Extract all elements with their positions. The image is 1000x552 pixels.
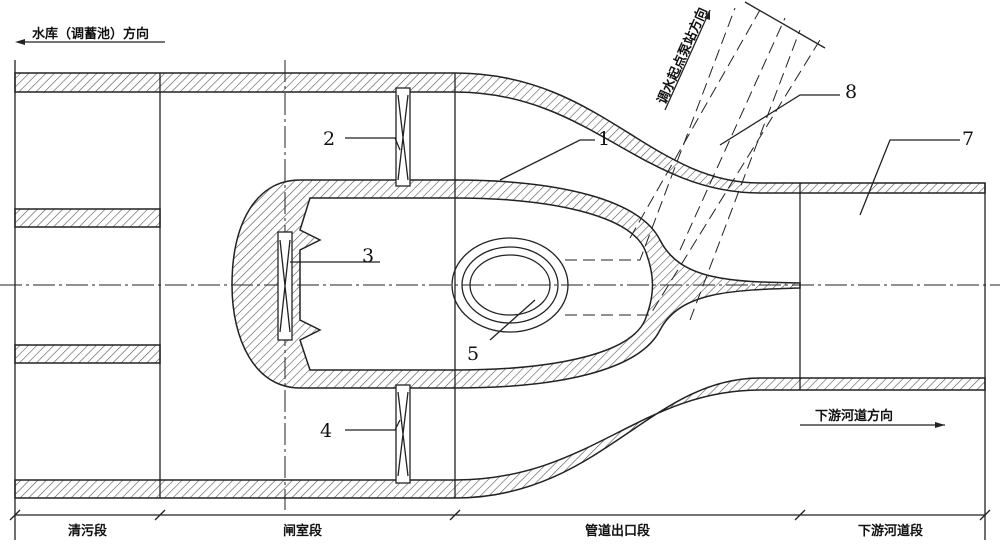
callout-5: 5 [467, 343, 479, 365]
section-downstream-channel: 下游河道段 [858, 523, 923, 539]
callout-7: 7 [962, 128, 974, 150]
gate-3 [277, 231, 293, 341]
section-pipe-outlet: 管道出口段 [585, 523, 650, 539]
callout-2: 2 [323, 128, 335, 150]
callout-4: 4 [320, 420, 332, 442]
callout-1: 1 [598, 128, 610, 150]
reservoir-direction-label: 水库（调蓄池）方向 [32, 26, 149, 42]
callout-8: 8 [845, 81, 857, 103]
callout-3: 3 [362, 245, 374, 267]
pump-station-direction-label: 调水起点泵站方向 [654, 5, 711, 107]
gate-4 [395, 384, 411, 484]
downstream-direction-label: 下游河道方向 [815, 408, 893, 424]
gate-2 [395, 87, 411, 187]
section-trash-cleaning: 清污段 [68, 523, 107, 539]
section-gate-chamber: 闸室段 [283, 523, 322, 539]
